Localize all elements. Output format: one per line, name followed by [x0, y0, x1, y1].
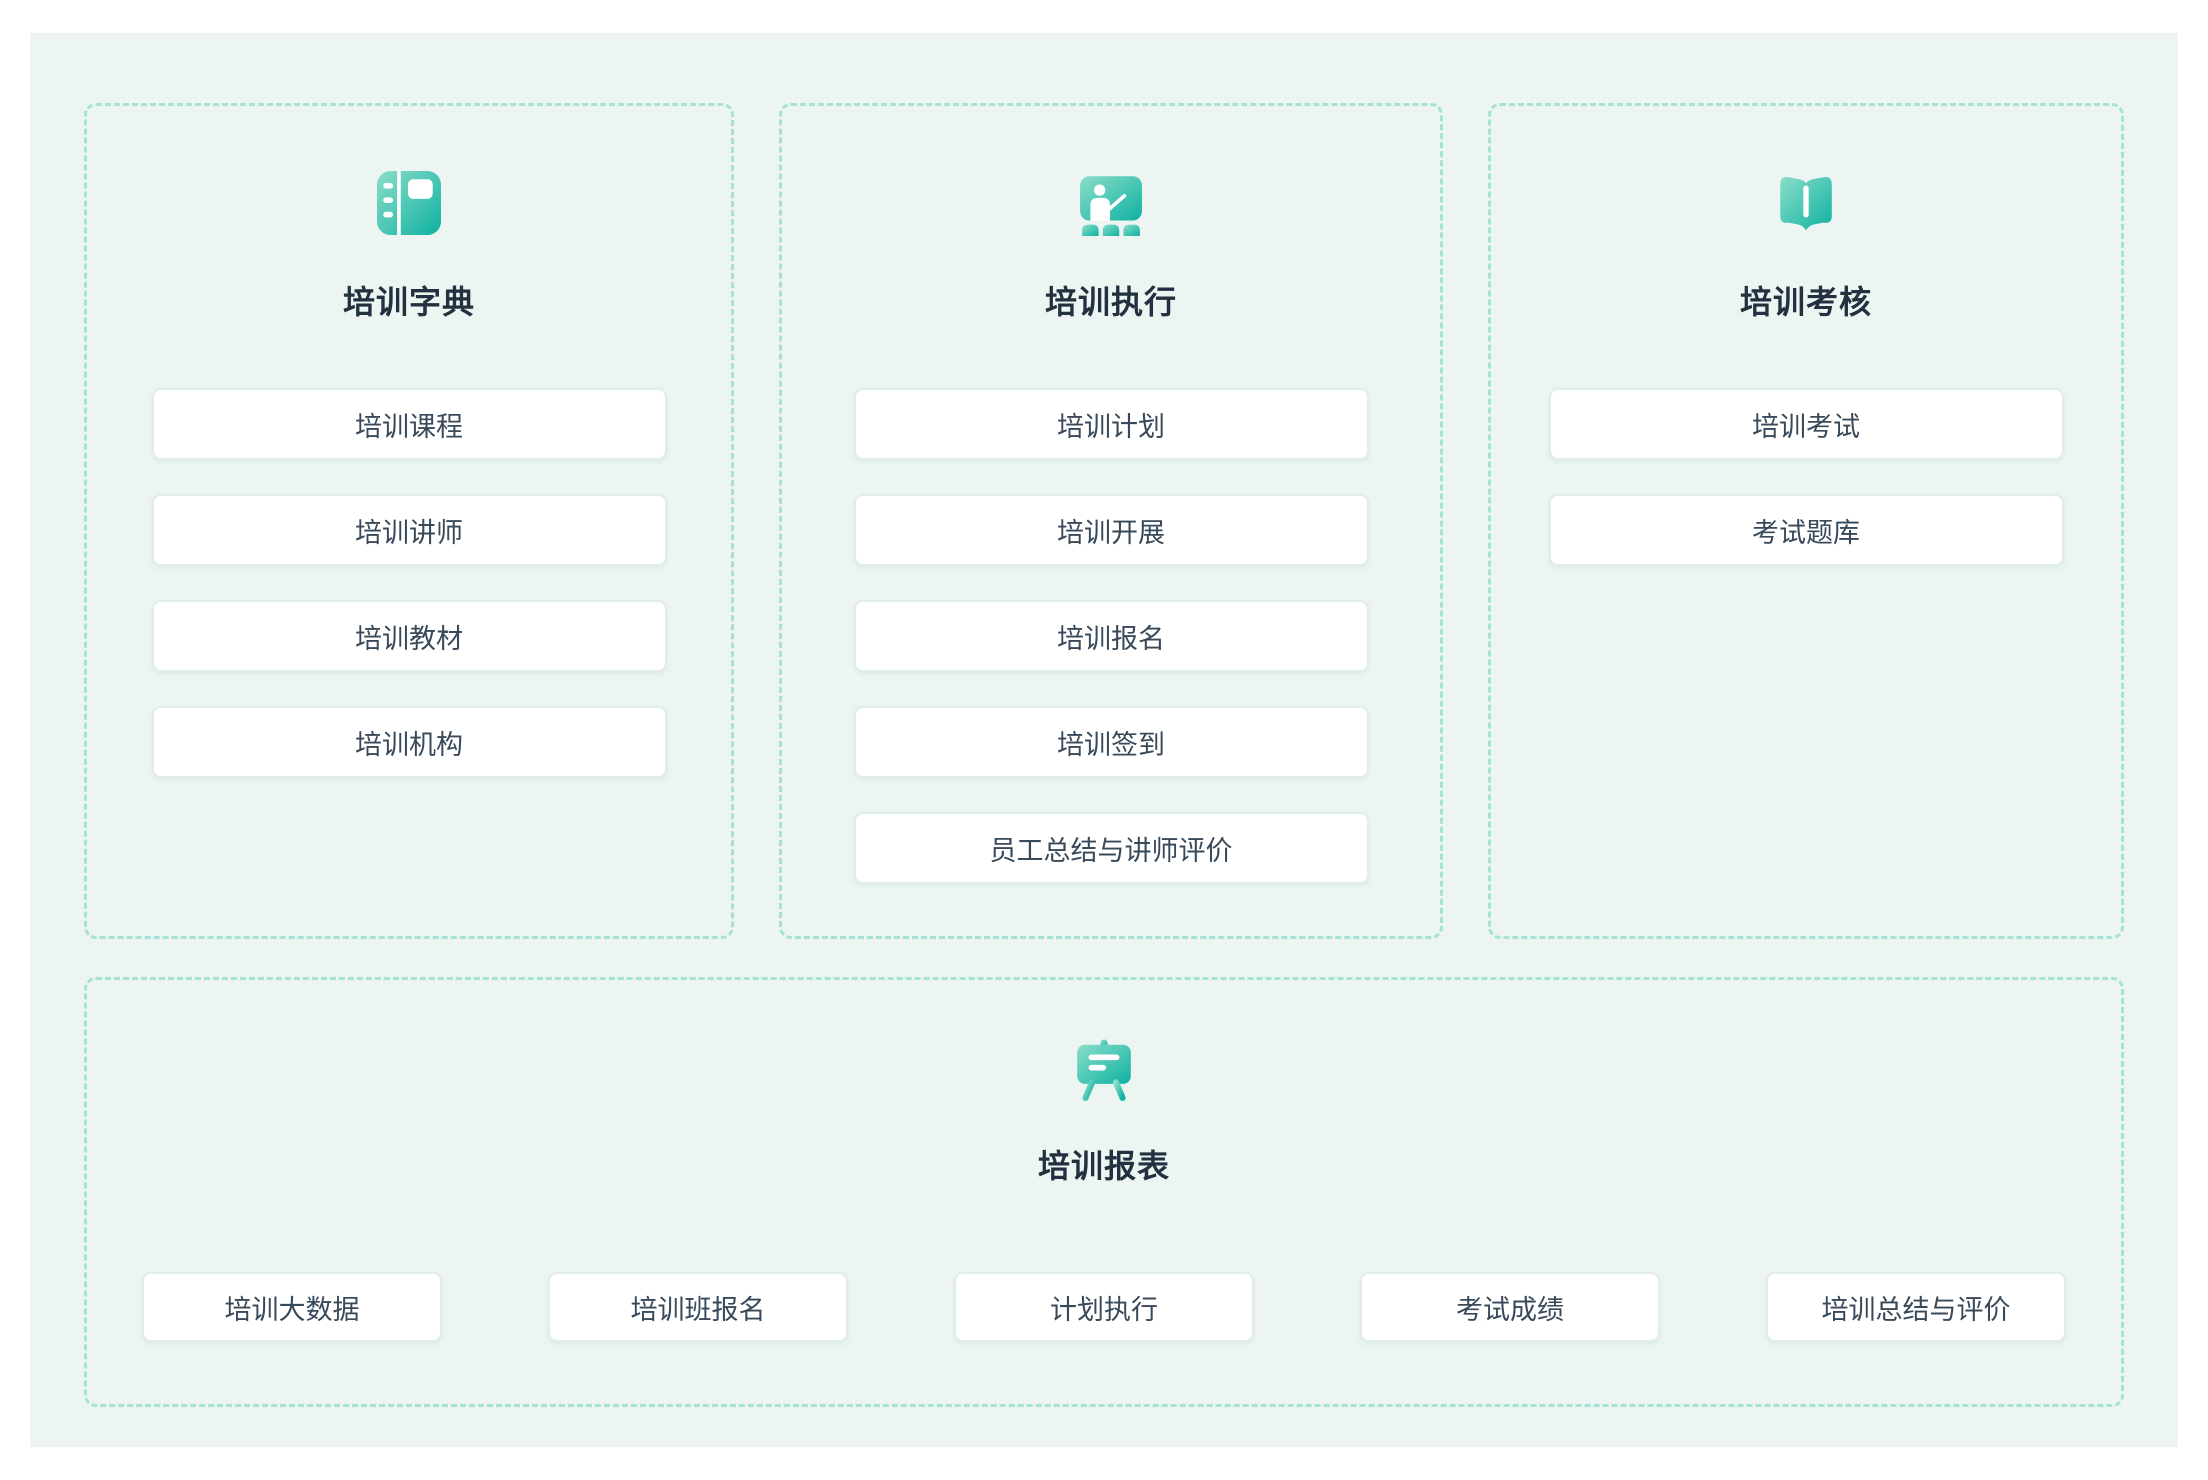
- panel-training-reports: 培训报表 培训大数据 培训班报名 计划执行 考试成绩 培训总结与评价: [84, 977, 2124, 1407]
- panel-training-dictionary: 培训字典 培训课程 培训讲师 培训教材 培训机构: [84, 103, 734, 939]
- module-button[interactable]: 培训课程: [151, 388, 667, 460]
- teacher-board-icon: [1080, 176, 1142, 236]
- module-button[interactable]: 培训机构: [151, 706, 667, 778]
- module-button[interactable]: 培训报名: [853, 600, 1369, 672]
- panel-title-dictionary: 培训字典: [342, 284, 475, 320]
- panel-title-assessment: 培训考核: [1739, 284, 1872, 320]
- easel-report-icon: [1077, 1039, 1131, 1101]
- module-button[interactable]: 考试成绩: [1360, 1272, 1660, 1342]
- module-button[interactable]: 培训大数据: [142, 1272, 442, 1342]
- panel-title-execution: 培训执行: [1044, 284, 1177, 320]
- module-button[interactable]: 培训总结与评价: [1766, 1272, 2066, 1342]
- panel-training-assessment: 培训考核 培训考试 考试题库: [1488, 103, 2124, 939]
- dictionary-icon: [377, 171, 441, 235]
- execution-button-list: 培训计划 培训开展 培训报名 培训签到 员工总结与讲师评价: [853, 388, 1369, 884]
- panel-training-execution: 培训执行 培训计划 培训开展 培训报名 培训签到 员工总结与讲师评价: [779, 103, 1443, 939]
- reports-button-row: 培训大数据 培训班报名 计划执行 考试成绩 培训总结与评价: [142, 1272, 2066, 1342]
- module-button[interactable]: 培训签到: [853, 706, 1369, 778]
- module-button[interactable]: 考试题库: [1548, 494, 2064, 566]
- module-button[interactable]: 培训班报名: [548, 1272, 848, 1342]
- module-button[interactable]: 培训计划: [853, 388, 1369, 460]
- module-button[interactable]: 员工总结与讲师评价: [853, 812, 1369, 884]
- module-button[interactable]: 培训讲师: [151, 494, 667, 566]
- module-button[interactable]: 培训教材: [151, 600, 667, 672]
- module-button[interactable]: 培训开展: [853, 494, 1369, 566]
- open-book-icon: [1780, 176, 1832, 231]
- module-button[interactable]: 计划执行: [954, 1272, 1254, 1342]
- dictionary-button-list: 培训课程 培训讲师 培训教材 培训机构: [151, 388, 667, 778]
- module-button[interactable]: 培训考试: [1548, 388, 2064, 460]
- panel-title-reports: 培训报表: [1037, 1148, 1170, 1184]
- assessment-button-list: 培训考试 考试题库: [1548, 388, 2064, 566]
